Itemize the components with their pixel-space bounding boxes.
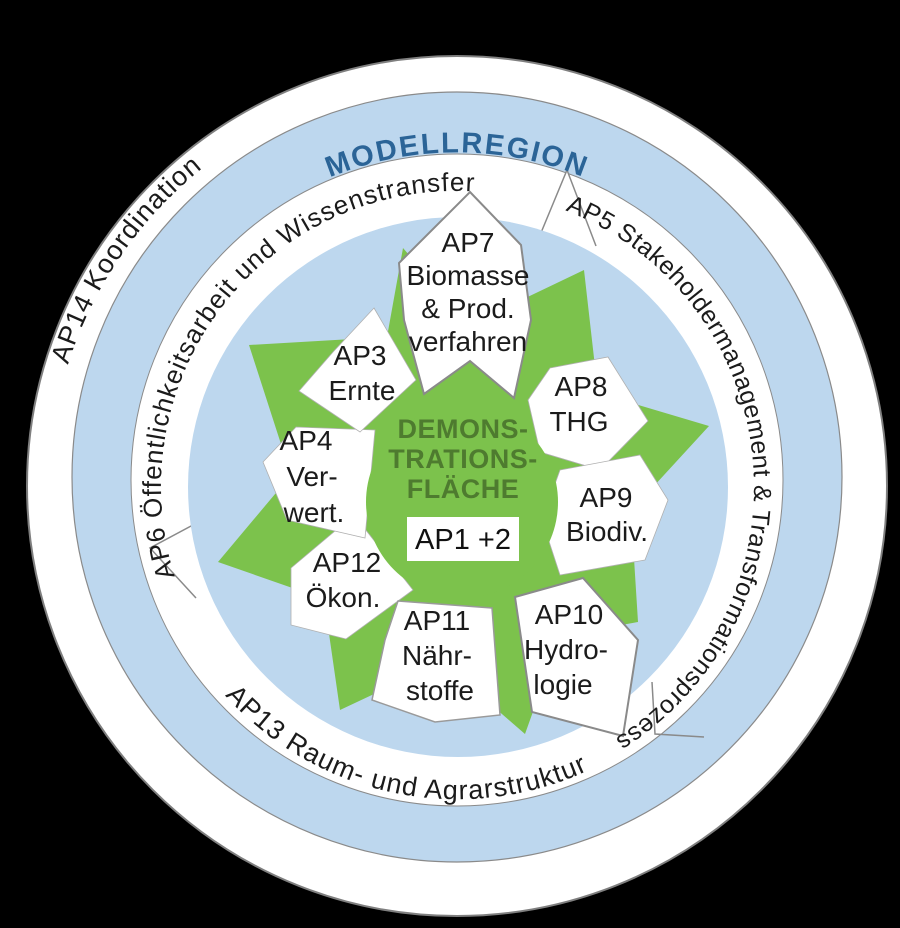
ap11-label-line2: Nähr- — [402, 640, 472, 671]
wedge-ap11 — [371, 600, 501, 723]
ap1-2-box-label: AP1 +2 — [415, 524, 511, 556]
segment-arrow-top — [537, 167, 597, 247]
wedge-ap7 — [397, 190, 533, 400]
center-label-line2: TRATIONS- — [388, 444, 537, 474]
ap12-label: AP12 Ökon. — [306, 547, 382, 613]
ap4-label-line2: Ver- — [286, 461, 337, 492]
ap7-label-line4: verfahren — [409, 326, 527, 357]
center-label-line3: FLÄCHE — [407, 474, 520, 504]
ap10-label-line2: Hydro- — [524, 634, 608, 665]
ap7-label: AP7 Biomasse & Prod. verfahren — [407, 227, 530, 357]
ap11-label-line3: stoffe — [406, 675, 474, 706]
ap8-label-line1: AP8 — [555, 371, 608, 402]
ap12-label-line1: AP12 — [313, 547, 382, 578]
ap4-label-line1: AP4 — [280, 425, 333, 456]
segment-arrow-left — [148, 517, 207, 599]
ap12-label-line2: Ökon. — [306, 582, 381, 613]
segment-arrow-bottom-right — [651, 681, 705, 738]
ap9-label-line2: Biodiv. — [566, 516, 648, 547]
ap3-label: AP3 Ernte — [329, 340, 396, 406]
ap3-label-line1: AP3 — [334, 340, 387, 371]
ap7-label-line1: AP7 — [442, 227, 495, 258]
ap9-label-line1: AP9 — [580, 482, 633, 513]
ap8-label: AP8 THG — [549, 371, 608, 437]
ap1-2-box — [407, 517, 519, 561]
wedge-ap3 — [298, 307, 417, 433]
ap4-label-line3: wert. — [283, 497, 345, 528]
center-label-line1: DEMONS- — [398, 414, 529, 444]
ap4-label: AP4 Ver- wert. — [280, 425, 345, 528]
ap11-label-line1: AP11 — [404, 605, 470, 636]
ap10-label: AP10 Hydro- logie — [524, 599, 608, 700]
wedge-ap10 — [513, 576, 640, 738]
ap7-label-line2: Biomasse — [407, 260, 530, 291]
center-label: DEMONS- TRATIONS- FLÄCHE AP1 +2 — [388, 414, 537, 556]
ap10-label-line3: logie — [533, 669, 592, 700]
ap3-label-line2: Ernte — [329, 375, 396, 406]
ap9-label: AP9 Biodiv. — [566, 482, 648, 547]
ap11-label: AP11 Nähr- stoffe — [402, 605, 474, 706]
ap8-label-line2: THG — [549, 406, 608, 437]
ap7-label-line3: & Prod. — [421, 293, 514, 324]
ap10-label-line1: AP10 — [535, 599, 604, 630]
